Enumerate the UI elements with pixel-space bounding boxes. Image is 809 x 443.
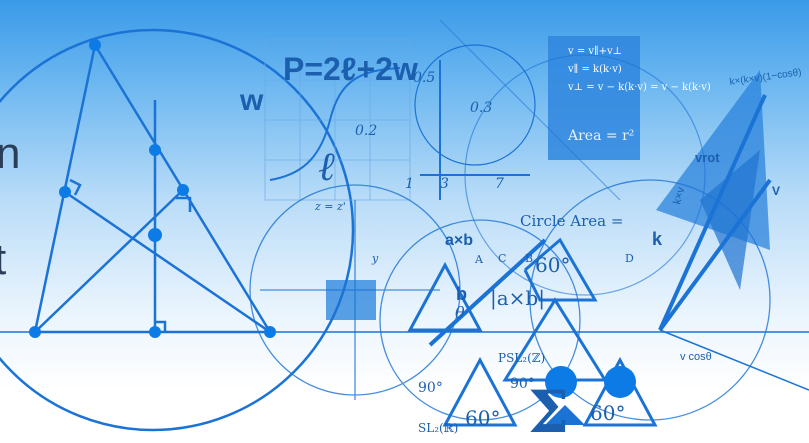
vrot-label: vrot: [695, 150, 720, 165]
perimeter-formula: P=2ℓ+2w: [283, 51, 418, 87]
letter-c: C: [498, 252, 506, 265]
vcos-label: v cosθ: [680, 351, 712, 363]
letter-a: A: [474, 253, 484, 266]
edge-letter-t: t: [0, 235, 7, 284]
large-circle: [0, 28, 355, 432]
number-0.5: 0.5: [413, 70, 435, 86]
k-label: k: [652, 229, 663, 249]
psl-label: PSL₂(ℤ): [498, 351, 545, 365]
axb-label: a×b: [445, 232, 473, 249]
vec-line-1: v = v∥+v⊥: [567, 45, 622, 57]
graph-grid: [264, 39, 411, 201]
plot-axes: [414, 19, 706, 296]
sixty-degrees-b: 60°: [465, 406, 500, 430]
number-7: 7: [495, 176, 504, 192]
vector-equations: v = v∥+v⊥ v∥ = k(k·v) v⊥ = v − k(k·v) = …: [567, 45, 711, 93]
ell-label: ℓ: [318, 144, 335, 190]
b-label: b: [456, 284, 467, 304]
abs-cross-product: |a×b|: [490, 286, 545, 311]
axis-line-right: [659, 329, 809, 391]
letter-y: y: [371, 252, 379, 265]
number-3: 3: [440, 176, 449, 192]
w-label: w: [239, 84, 264, 117]
bottom-marker: [545, 405, 585, 425]
sigma-symbol: Σ: [528, 378, 569, 443]
number-0.3: 0.3: [470, 100, 492, 116]
shaded-triangle-right-2: [700, 150, 760, 290]
vec-line-3: v⊥ = v − k(k·v) = v − k(k·v): [567, 82, 711, 93]
number-1: 1: [405, 176, 414, 192]
kxkxv-label: k×(k×v)(1−cosθ): [729, 67, 802, 88]
sl-label: SL₂(ℝ): [418, 421, 458, 435]
edge-letter-n: n: [0, 129, 21, 178]
sigmoid-curve: [269, 67, 401, 181]
letter-d: D: [625, 252, 634, 265]
sixty-degrees-a: 60°: [535, 253, 570, 277]
kxv-label: k×v: [671, 185, 687, 205]
area-label: Area = r²: [567, 128, 634, 144]
large-dots: [545, 366, 636, 398]
ninety-degrees-a: 90°: [418, 380, 443, 396]
z-label: z = z': [314, 200, 346, 213]
sixty-degrees-c: 60°: [590, 401, 625, 425]
theta-label: θ: [455, 303, 465, 322]
vec-line-2: v∥ = k(k·v): [567, 63, 622, 75]
letter-v: V: [772, 184, 780, 198]
number-0.2: 0.2: [355, 123, 377, 139]
construction-points: [29, 39, 276, 338]
middle-circles: [249, 179, 771, 421]
vector-arrows: [428, 94, 772, 347]
letter-b: B: [525, 252, 533, 265]
circle-area-label: Circle Area =: [520, 212, 623, 230]
ninety-degrees-b: 90°: [510, 376, 535, 392]
